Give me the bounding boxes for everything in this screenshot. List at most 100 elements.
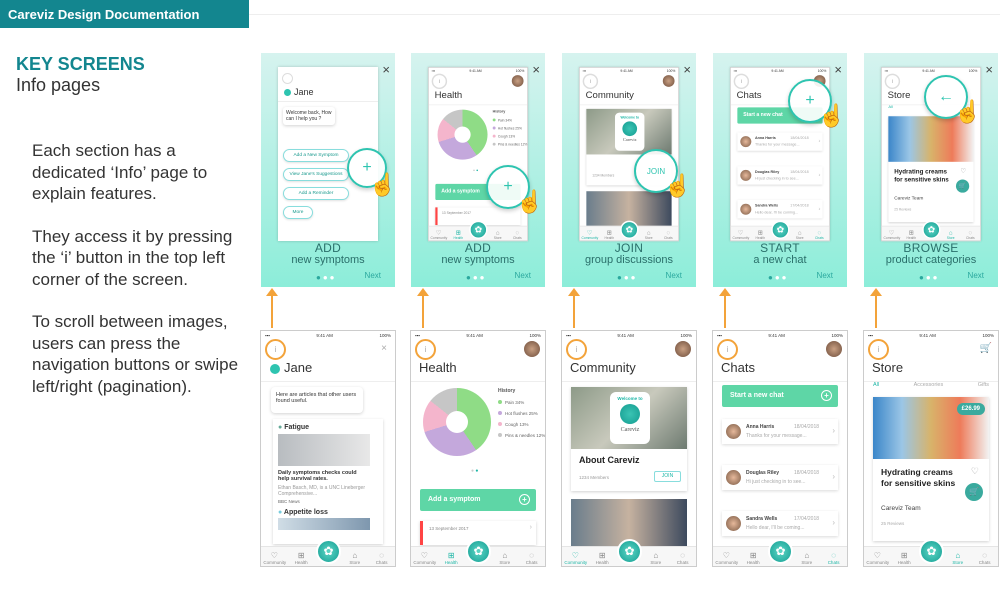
group-card[interactable]: Welcome to Careviz 1234 Members [586,108,672,186]
group-card[interactable]: Welcome to Careviz About Careviz 1234 Me… [571,387,687,491]
heart-icon[interactable]: ♡ [960,166,967,175]
home-button[interactable]: ✿ [771,220,790,239]
article-card[interactable]: ● Fatigue Daily symptoms checks could he… [273,419,383,544]
tab-community[interactable]: ♡Community [564,551,588,565]
join-button[interactable]: JOIN [654,471,681,482]
menu-option[interactable]: More [283,206,313,219]
add-to-cart-button[interactable]: 🛒 [955,179,970,193]
avatar[interactable] [511,75,524,87]
tab-chats[interactable]: ◌Chats [513,229,522,240]
close-icon[interactable]: × [532,62,540,77]
tab-community[interactable]: ♡Community [732,229,750,240]
tab-community[interactable]: ♡Community [413,551,437,565]
tab-community[interactable]: ♡Community [263,551,287,565]
pagination-dots[interactable]: ●●● [466,273,487,282]
tab-store[interactable]: ⌂Store [801,551,813,565]
tab-store[interactable]: ⌂Store [795,229,804,240]
add-symptom-button[interactable]: Add a symptom+ [420,489,536,511]
tab-chats[interactable]: ◌Chats [375,551,388,565]
info-button[interactable]: i [415,339,436,360]
close-icon[interactable]: × [382,62,390,77]
tab-health[interactable]: ⊞Health [746,551,760,565]
next-button[interactable]: Next [514,271,531,280]
menu-option[interactable]: Add a Reminder [283,187,349,200]
cart-icon[interactable]: 🛒 [979,343,992,354]
avatar[interactable] [662,75,675,87]
heart-icon[interactable]: ♡ [970,466,979,476]
next-button[interactable]: Next [665,271,682,280]
home-button[interactable]: ✿ [620,220,639,239]
next-button[interactable]: Next [364,271,381,280]
tab-store[interactable]: ⌂Store [644,229,653,240]
home-button[interactable]: ✿ [617,539,642,564]
next-button[interactable]: Next [816,271,833,280]
tab-health[interactable]: ⊞Health [595,551,609,565]
tab-chats[interactable]: ◌Chats [978,551,991,565]
info-button[interactable]: i [868,339,889,360]
tab-community[interactable]: ♡Community [866,551,890,565]
tab-store[interactable]: ⌂Store [946,229,955,240]
tab-gifts[interactable]: Gifts [977,382,989,388]
symptom-entry[interactable]: 13 September 2017 [435,207,521,226]
tab-store[interactable]: ⌂Store [650,551,662,565]
close-icon[interactable]: × [834,62,842,77]
home-button[interactable]: ✿ [469,220,488,239]
tab-health[interactable]: ⊞Health [755,229,766,240]
tab-health[interactable]: ⊞Health [453,229,464,240]
close-icon[interactable]: × [683,62,691,77]
avatar[interactable] [826,341,842,357]
pagination-dots[interactable]: ●●● [617,273,638,282]
info-button[interactable]: i [431,73,448,90]
product-card[interactable]: £26.99 Hydrating creams for sensitive sk… [873,397,989,541]
home-button[interactable]: ✿ [919,539,944,564]
pagination-dots[interactable]: ●●● [919,273,940,282]
tab-health[interactable]: ⊞Health [444,551,458,565]
menu-option[interactable]: View Jane's Suggestions [283,168,349,181]
info-button[interactable]: i [582,73,599,90]
tab-chats[interactable]: ◌Chats [664,229,673,240]
tab-chats[interactable]: ◌Chats [966,229,975,240]
tab-chats[interactable]: ◌Chats [676,551,689,565]
tab-all[interactable]: All [873,382,880,388]
close-icon[interactable]: × [985,62,993,77]
tab-accessories[interactable]: Accessories [913,382,944,388]
home-button[interactable]: ✿ [768,539,793,564]
home-button[interactable]: ✿ [922,220,941,239]
tab-community[interactable]: ♡Community [581,229,599,240]
home-button[interactable]: ✿ [316,539,341,564]
next-button[interactable]: Next [967,271,984,280]
tab-health[interactable]: ⊞Health [906,229,917,240]
tab-store[interactable]: ⌂Store [493,229,502,240]
info-button[interactable]: i [884,73,901,90]
tab-chats[interactable]: ◌Chats [525,551,538,565]
product-card[interactable]: Hydrating creams for sensitive skins Car… [888,116,974,223]
tab-store[interactable]: ⌂Store [499,551,511,565]
info-button[interactable]: i [566,339,587,360]
tab-health[interactable]: ⊞Health [294,551,308,565]
tab-store[interactable]: ⌂Store [349,551,361,565]
tab-store[interactable]: ⌂Store [952,551,964,565]
pagination-dots[interactable]: ●●● [316,273,337,282]
avatar[interactable] [675,341,691,357]
info-button[interactable]: i [717,339,738,360]
tab-chats[interactable]: ◌Chats [827,551,840,565]
avatar[interactable] [524,341,540,357]
tab-chats[interactable]: ◌Chats [815,229,824,240]
close-icon[interactable]: × [381,343,387,354]
tab-health[interactable]: ⊞Health [897,551,911,565]
home-button[interactable]: ✿ [466,539,491,564]
tab-all[interactable]: All [888,105,893,110]
info-button[interactable]: i [265,339,286,360]
tab-community[interactable]: ♡Community [883,229,901,240]
start-chat-button[interactable]: Start a new chat+ [722,385,838,407]
pagination-dots[interactable]: ●●● [768,273,789,282]
tab-community[interactable]: ♡Community [715,551,739,565]
tab-health[interactable]: ⊞Health [604,229,615,240]
add-to-cart-button[interactable]: 🛒 [965,483,983,501]
menu-option[interactable]: Add a New Symptom [283,149,349,162]
